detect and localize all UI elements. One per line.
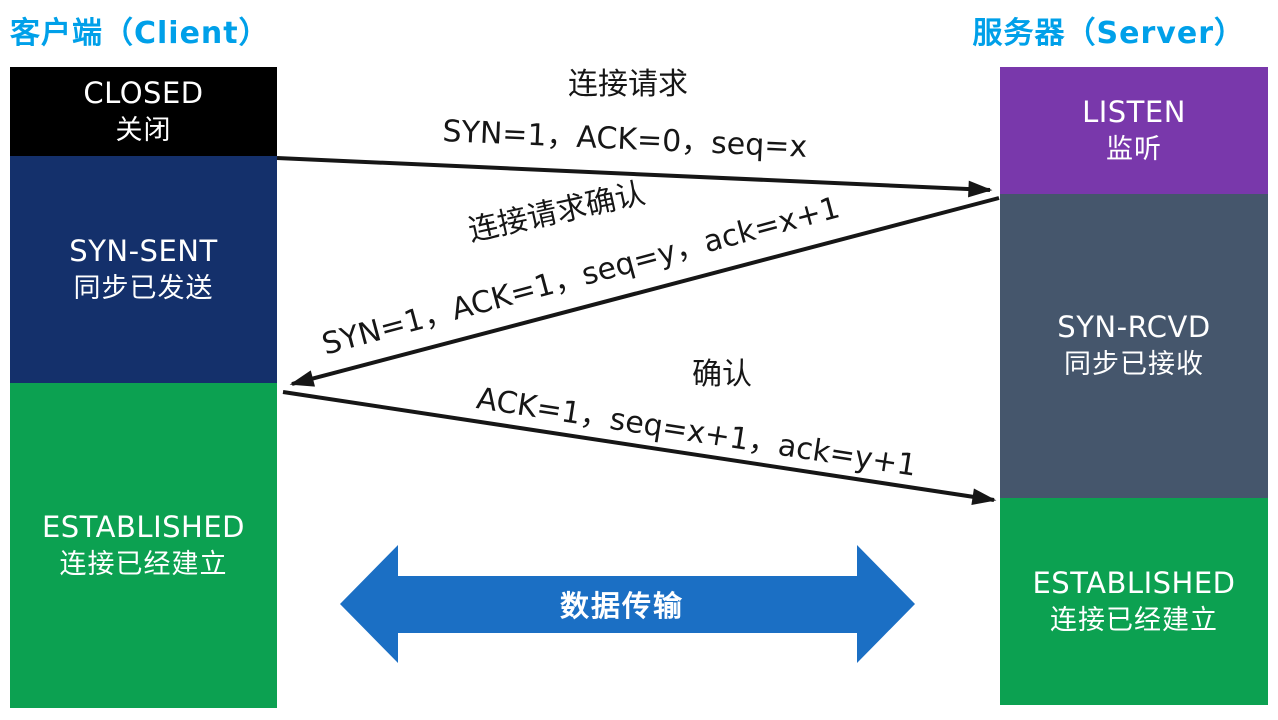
client-state-syn-sent: SYN-SENT 同步已发送 bbox=[10, 156, 277, 383]
state-name-zh: 关闭 bbox=[115, 114, 172, 146]
state-name-zh: 同步已发送 bbox=[73, 272, 214, 304]
state-name-zh: 连接已经建立 bbox=[59, 548, 228, 580]
state-name: CLOSED bbox=[83, 75, 204, 110]
ack-message-label: 确认 bbox=[692, 357, 752, 392]
state-name-zh: 监听 bbox=[1106, 133, 1162, 165]
server-title: 服务器（Server） bbox=[972, 16, 1245, 51]
client-state-closed: CLOSED 关闭 bbox=[10, 67, 277, 156]
syn-arrow bbox=[276, 156, 993, 198]
state-name: ESTABLISHED bbox=[41, 509, 245, 544]
state-name-zh: 连接已经建立 bbox=[1050, 604, 1218, 636]
client-title: 客户端（Client） bbox=[10, 16, 270, 51]
state-name: SYN-RCVD bbox=[1057, 310, 1211, 345]
syn-message-label: 连接请求 bbox=[568, 67, 688, 102]
server-state-syn-rcvd: SYN-RCVD 同步已接收 bbox=[1000, 194, 1268, 498]
state-name: LISTEN bbox=[1082, 94, 1186, 129]
client-state-established: ESTABLISHED 连接已经建立 bbox=[10, 383, 277, 708]
syn-ack-arrow bbox=[289, 196, 1000, 387]
data-transfer-label: 数据传输 bbox=[559, 589, 685, 623]
state-name: SYN-SENT bbox=[69, 233, 218, 268]
state-name-zh: 同步已接收 bbox=[1064, 349, 1204, 381]
state-name: ESTABLISHED bbox=[1032, 565, 1236, 600]
data-transfer-double-arrow bbox=[340, 545, 915, 663]
ack-arrow bbox=[282, 390, 997, 506]
server-state-established: ESTABLISHED 连接已经建立 bbox=[1000, 498, 1268, 705]
server-state-listen: LISTEN 监听 bbox=[1000, 67, 1268, 194]
